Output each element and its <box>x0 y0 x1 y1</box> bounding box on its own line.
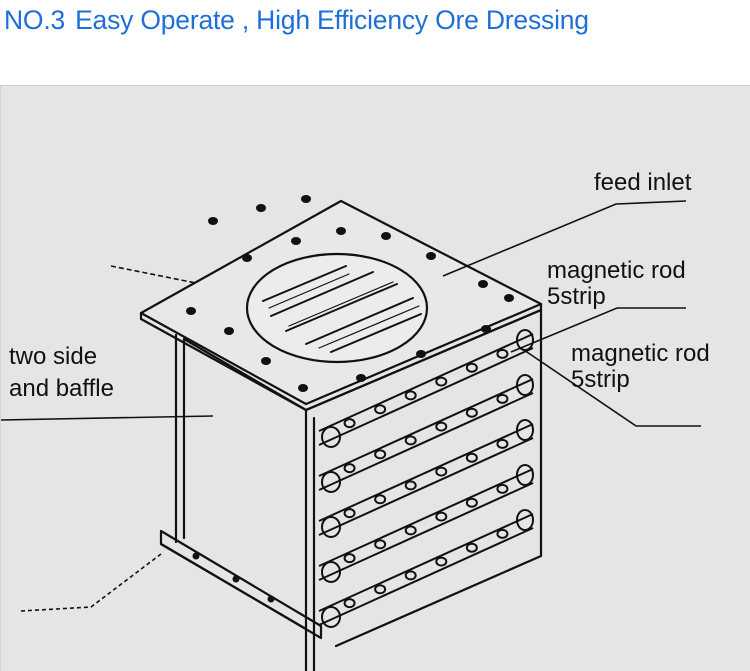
magnetic-separator-drawing <box>1 195 701 671</box>
rod-fitting <box>465 407 478 418</box>
rod-fitting <box>343 598 356 609</box>
rod-fitting <box>435 466 448 477</box>
bottom-flange <box>159 529 323 640</box>
magnetic-rod-side-leader <box>520 347 701 427</box>
rod-fitting <box>465 497 478 508</box>
bolt-icon <box>426 252 436 260</box>
rod-fitting <box>496 483 509 494</box>
rod-end-cap <box>321 561 341 583</box>
rod-fitting <box>404 435 417 446</box>
bolt-icon <box>224 327 234 335</box>
magnetic-rod-top-leader <box>510 307 686 353</box>
two-side-baffle-label-line1: two side <box>9 343 98 370</box>
feed-inlet-leader <box>442 200 687 277</box>
rod-fitting <box>343 418 356 429</box>
magnetic-rod <box>318 333 534 432</box>
rod-fitting <box>435 556 448 567</box>
bolt-icon <box>416 350 426 358</box>
rod-fitting <box>374 584 387 595</box>
top-plate-bolts <box>186 195 514 392</box>
bolt-icon <box>291 237 301 245</box>
magnetic-rod-rows <box>192 329 534 628</box>
feed-inlet-opening <box>245 252 429 364</box>
bolt-icon <box>232 575 240 583</box>
rod-fitting <box>343 508 356 519</box>
rod-fitting <box>343 553 356 564</box>
rod-fitting <box>465 452 478 463</box>
right-side <box>304 308 543 648</box>
leader-lines <box>1 200 701 612</box>
bottom-leader <box>20 553 162 612</box>
rod-fitting <box>435 511 448 522</box>
magnetic-rod <box>318 423 534 522</box>
magnetic-rod-side-label-line2: 5strip <box>571 366 630 393</box>
rod-fitting <box>404 570 417 581</box>
rod-end-cap <box>321 606 341 628</box>
rod-end-cap <box>321 426 341 448</box>
rod-fitting <box>374 494 387 505</box>
bolt-icon <box>186 307 196 315</box>
bolt-icon <box>192 552 200 560</box>
rod-end-cap <box>321 516 341 538</box>
bolt-icon <box>336 227 346 235</box>
magnetic-rod-edge <box>318 392 534 491</box>
rod-fitting <box>496 393 509 404</box>
bolt-icon <box>478 280 488 288</box>
rod-fitting <box>374 449 387 460</box>
rod-fitting <box>496 438 509 449</box>
bolt-icon <box>261 357 271 365</box>
rod-fitting <box>435 376 448 387</box>
bolt-icon <box>381 232 391 240</box>
rod-end-cap <box>321 471 341 493</box>
rod-fitting <box>374 539 387 550</box>
magnetic-rod-edge <box>318 437 534 536</box>
magnetic-rod-edge <box>318 347 534 446</box>
baffle-leader <box>1 415 214 421</box>
bolt-icon <box>267 595 275 603</box>
magnetic-rod-edge <box>318 482 534 581</box>
magnetic-rod-edge <box>318 527 534 626</box>
heading-number: NO.3 <box>4 5 66 35</box>
rod-fitting <box>404 480 417 491</box>
rod-fitting <box>435 421 448 432</box>
bolt-icon <box>356 374 366 382</box>
rod-end-cap <box>516 464 534 486</box>
bolt-icon <box>301 195 311 203</box>
rod-end-cap <box>516 419 534 441</box>
magnetic-rod <box>318 378 534 477</box>
section-heading: NO.3 Easy Operate , High Efficiency Ore D… <box>4 0 589 40</box>
rod-fitting <box>496 348 509 359</box>
bolt-icon <box>242 254 252 262</box>
two-side-baffle-label-line2: and baffle <box>9 375 114 402</box>
rod-fitting <box>343 463 356 474</box>
magnetic-rod-top-label-line2: 5strip <box>547 283 606 310</box>
front-pillar <box>174 333 186 544</box>
bolt-icon <box>481 325 491 333</box>
bolt-icon <box>298 384 308 392</box>
diagram-panel: feed inlet magnetic rod 5strip magnetic … <box>0 85 750 671</box>
magnetic-rod-top-label-line1: magnetic rod <box>547 257 686 284</box>
magnetic-rod <box>318 468 534 567</box>
rod-fitting <box>496 528 509 539</box>
rod-fitting <box>465 362 478 373</box>
rod-fitting <box>404 390 417 401</box>
magnetic-rod <box>318 513 534 612</box>
rod-fitting <box>374 404 387 415</box>
bolt-icon <box>208 217 218 225</box>
rod-fitting <box>465 542 478 553</box>
top-left-leader <box>110 265 197 284</box>
rod-end-cap <box>516 509 534 531</box>
rod-fitting <box>404 525 417 536</box>
feed-inlet-label: feed inlet <box>594 169 692 196</box>
magnetic-rod-side-label-line1: magnetic rod <box>571 340 710 367</box>
bolt-icon <box>256 204 266 212</box>
rod-end-cap <box>516 374 534 396</box>
heading-text: Easy Operate , High Efficiency Ore Dress… <box>75 5 589 35</box>
bolt-icon <box>504 294 514 302</box>
